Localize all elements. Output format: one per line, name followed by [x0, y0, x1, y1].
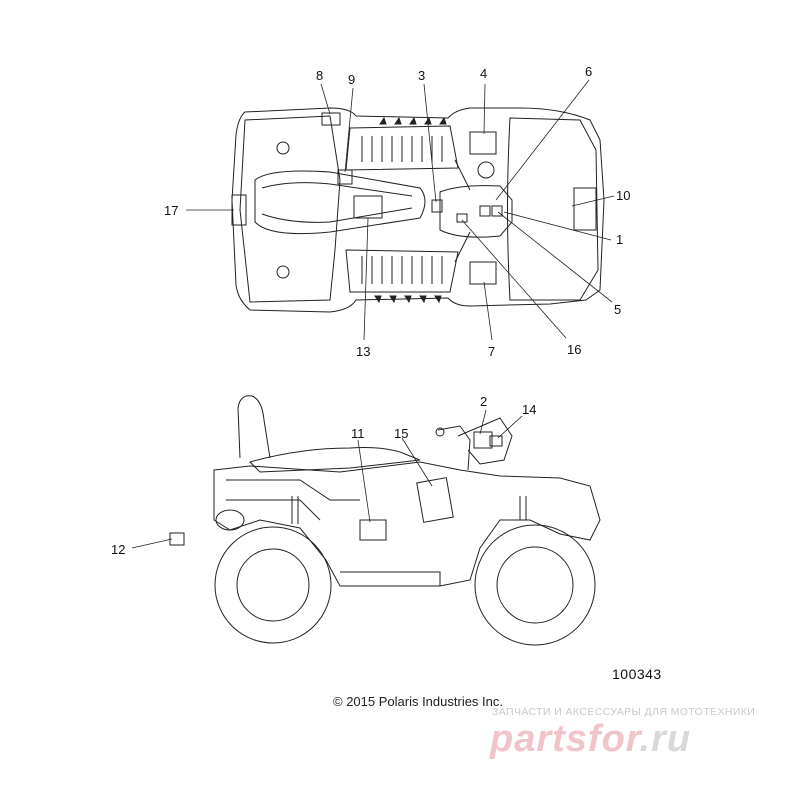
callout-labels: 8 9 3 4 6 10 1 5 16 7 13 17 2 14 11 15 1…: [111, 64, 630, 557]
side-front-wheel: [474, 524, 596, 646]
callout-9: 9: [348, 72, 355, 87]
callout-16: 16: [567, 342, 581, 357]
decal-8-top: [321, 112, 341, 126]
side-frame-detail-2: [226, 499, 321, 521]
side-footwell: [340, 571, 441, 587]
leader-16: [461, 219, 567, 339]
callout-8: 8: [316, 68, 323, 83]
decal-2-side: [473, 431, 493, 449]
leader-4: [483, 83, 486, 135]
callout-7: 7: [488, 344, 495, 359]
decal-14-side: [489, 435, 503, 447]
top-seat-edge: [261, 182, 413, 197]
decal-15-side: [416, 477, 454, 523]
side-rear-wheel-rim: [236, 548, 310, 622]
callout-15: 15: [394, 426, 408, 441]
top-handlebar-pod: [439, 185, 513, 238]
leader-9: [344, 87, 354, 173]
decal-3-top: [431, 199, 443, 213]
atv-top-view: [231, 107, 605, 313]
callout-5: 5: [614, 302, 621, 317]
leader-12: [131, 538, 173, 549]
watermark-logo-domain: .ru: [639, 718, 692, 760]
side-seat: [249, 447, 421, 473]
decal-5-top: [491, 205, 503, 217]
leader-11: [357, 439, 371, 523]
callout-3: 3: [418, 68, 425, 83]
top-rear-wheel-hub-right: [276, 265, 290, 279]
side-mirror-knob: [435, 427, 445, 437]
top-front-bumper: [573, 187, 597, 231]
decal-11-side: [359, 519, 387, 541]
watermark-logo-main: partsfor: [490, 718, 640, 760]
side-body: [213, 461, 601, 587]
side-handlebar: [437, 417, 513, 471]
leader-lines: [131, 79, 615, 549]
decal-4-top: [469, 131, 497, 155]
leader-2: [479, 409, 487, 435]
top-seat: [254, 170, 426, 235]
leader-5: [497, 211, 613, 303]
callout-12: 12: [111, 542, 125, 557]
watermark-tagline: ЗАПЧАСТИ И АКСЕССУАРЫ ДЛЯ МОТОТЕХНИКИ: [492, 706, 756, 718]
decal-16-top: [456, 213, 468, 223]
copyright-notice: © 2015 Polaris Industries Inc.: [333, 694, 503, 709]
top-front-rack: [507, 117, 599, 301]
callout-4: 4: [480, 66, 487, 81]
top-seat-edge-2: [261, 207, 413, 223]
side-rear-wheel: [214, 526, 332, 644]
leader-14: [497, 415, 523, 439]
watermark-logo: partsfor.ru: [490, 718, 691, 761]
side-frame-detail: [226, 479, 360, 501]
top-footrest-lower: [345, 249, 459, 304]
leader-1: [503, 211, 612, 241]
callout-13: 13: [356, 344, 370, 359]
callout-1: 1: [616, 232, 623, 247]
leader-10: [571, 195, 615, 207]
side-backrest: [237, 395, 271, 459]
top-handlebar-arms: [454, 159, 471, 263]
side-front-shock: [519, 496, 527, 520]
leader-8: [320, 83, 331, 115]
decal-13-top: [353, 195, 383, 219]
callout-17: 17: [164, 203, 178, 218]
leader-7: [483, 281, 493, 341]
leader-6: [495, 79, 590, 201]
callout-14: 14: [522, 402, 536, 417]
leader-15: [401, 437, 433, 487]
side-exhaust: [215, 509, 245, 531]
atv-side-view: [169, 395, 601, 646]
top-rear-bumper: [231, 194, 247, 226]
top-body-outline: [231, 107, 605, 313]
top-rear-wheel-hub-left: [276, 141, 290, 155]
leader-3: [423, 83, 437, 203]
callout-2: 2: [480, 394, 487, 409]
side-front-wheel-rim: [496, 546, 574, 624]
top-footrest-upper: [345, 116, 459, 171]
decal-7-top: [469, 261, 497, 285]
top-fuel-cap: [477, 161, 495, 179]
callout-11: 11: [351, 426, 365, 441]
callout-10: 10: [616, 188, 630, 203]
part-number: 100343: [612, 666, 662, 682]
leader-13: [363, 217, 369, 341]
decal-12-loose: [169, 532, 185, 546]
side-rear-shock: [291, 496, 299, 524]
decal-1-top: [479, 205, 491, 217]
callout-6: 6: [585, 64, 592, 79]
